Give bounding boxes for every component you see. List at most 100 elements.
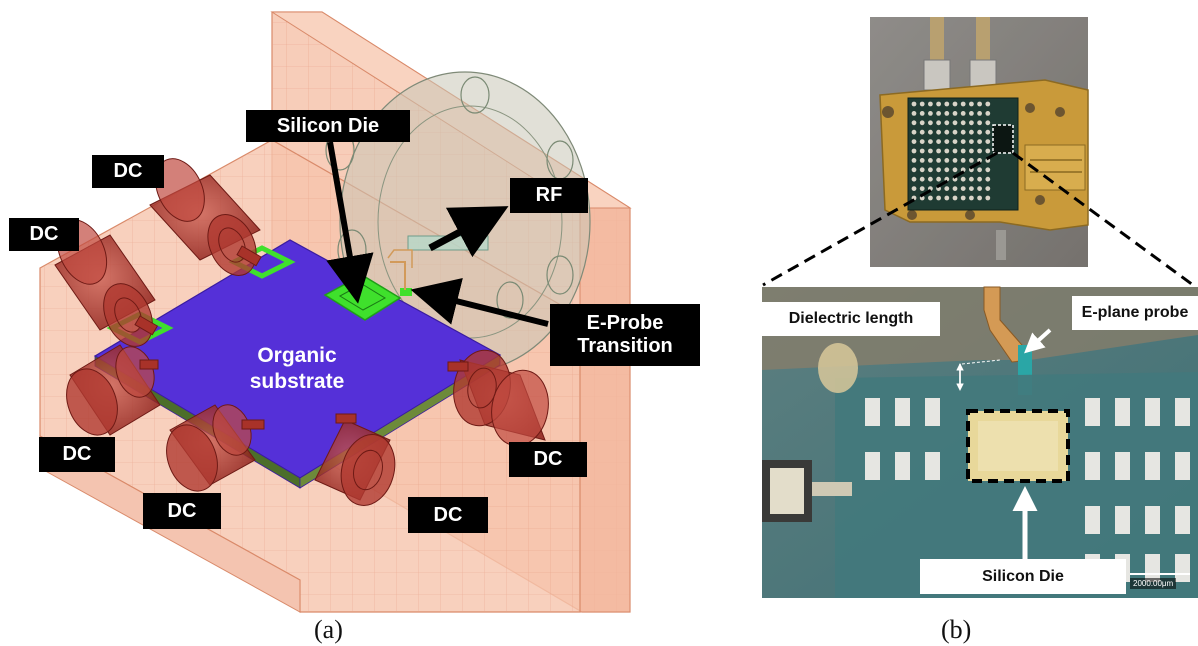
solder-pad [1175, 554, 1190, 582]
package-photo [870, 17, 1089, 267]
label-dc-front-middle: DC [143, 493, 221, 529]
bga-ball [936, 101, 941, 107]
solder-pad [865, 452, 880, 480]
bga-ball [977, 101, 982, 107]
label-silicon-die-photo: Silicon Die [920, 559, 1126, 594]
bga-ball [936, 120, 941, 126]
bga-ball [919, 158, 925, 163]
arrow-silicon-die [326, 141, 374, 304]
dc-connector [54, 219, 159, 347]
bga-ball [944, 186, 950, 192]
bga-ball [928, 139, 933, 145]
bga-ball [969, 139, 974, 145]
bga-ball [960, 176, 966, 182]
microscope-photo [762, 286, 1198, 598]
bga-ball [919, 176, 925, 182]
dc-connector [447, 349, 549, 447]
bga-ball [928, 176, 933, 182]
solder-pad [1115, 398, 1130, 426]
bga-ball [952, 148, 958, 154]
bga-ball [936, 111, 941, 116]
bga-ball [928, 148, 933, 154]
bga-ball [928, 111, 933, 116]
bga-ball [911, 111, 917, 116]
bga-ball [911, 158, 917, 163]
bga-ball [960, 167, 966, 173]
bga-ball [985, 167, 991, 173]
bga-ball [952, 186, 958, 192]
bga-ball [944, 129, 950, 135]
bga-ball [936, 167, 941, 173]
label-rf: RF [510, 178, 588, 213]
label-silicon-die: Silicon Die [246, 110, 410, 142]
solder-pad [1175, 398, 1190, 426]
bga-ball [911, 186, 917, 192]
bga-ball [985, 176, 991, 182]
solder-pad [865, 398, 880, 426]
bga-ball [985, 186, 991, 192]
bga-ball [960, 195, 966, 201]
bga-ball [944, 158, 950, 163]
bga-ball [944, 139, 950, 145]
solder-pad [1175, 452, 1190, 480]
solder-pad [1145, 506, 1160, 534]
bga-ball [977, 186, 982, 192]
scale-bar-label: 2000.00μm [1130, 578, 1177, 589]
solder-pad [1175, 506, 1190, 534]
bga-ball [969, 176, 974, 182]
label-dc-front-left: DC [39, 437, 115, 472]
bga-ball [928, 158, 933, 163]
solder-pad [1085, 452, 1100, 480]
bga-ball [985, 195, 991, 201]
bga-ball [977, 111, 982, 116]
caption-b: (b) [941, 615, 972, 644]
label-organic-substrate: Organic substrate [249, 344, 345, 394]
solder-pads [865, 398, 1190, 582]
caption-a: (a) [314, 615, 343, 644]
bga-ball [911, 139, 917, 145]
bga-ball [977, 129, 982, 135]
bga-ball [977, 148, 982, 154]
bga-ball [977, 139, 982, 145]
bga-ball [936, 158, 941, 163]
bga-ball [944, 101, 950, 107]
bga-ball [911, 176, 917, 182]
bga-ball [944, 195, 950, 201]
label-dielectric-length: Dielectric length [762, 302, 940, 336]
bga-ball [952, 167, 958, 173]
bga-ball [919, 120, 925, 126]
bga-ball [977, 195, 982, 201]
solder-pad [895, 398, 910, 426]
bga-ball [985, 148, 991, 154]
flange-hole [460, 76, 490, 114]
bga-ball [969, 120, 974, 126]
bga-ball [977, 176, 982, 182]
bga-ball [985, 129, 991, 135]
bga-ball [960, 101, 966, 107]
bga-ball [919, 148, 925, 154]
rf-cable [976, 17, 990, 67]
rf-cable [930, 17, 944, 67]
arrow-e-probe [410, 277, 549, 327]
solder-pad [925, 452, 940, 480]
arrow-rf [428, 206, 509, 258]
bga-ball [928, 129, 933, 135]
probe-trace [390, 261, 406, 290]
bga-ball [960, 186, 966, 192]
bga-ball [960, 158, 966, 163]
die-highlight-box [992, 124, 1014, 154]
solder-pad [895, 452, 910, 480]
label-e-plane-probe: E-plane probe [1072, 296, 1198, 330]
label-e-probe-transition: E-Probe Transition [550, 304, 700, 366]
bga-ball [911, 101, 917, 107]
bga-ball [919, 101, 925, 107]
left-component [770, 468, 804, 514]
flange-hole [496, 281, 524, 319]
solder-pad [1145, 452, 1160, 480]
bga-ball [960, 120, 966, 126]
dc-connector [166, 404, 265, 492]
bga-ball [969, 101, 974, 107]
bga-ball [936, 148, 941, 154]
bga-ball [985, 111, 991, 116]
solder-pad [1085, 506, 1100, 534]
